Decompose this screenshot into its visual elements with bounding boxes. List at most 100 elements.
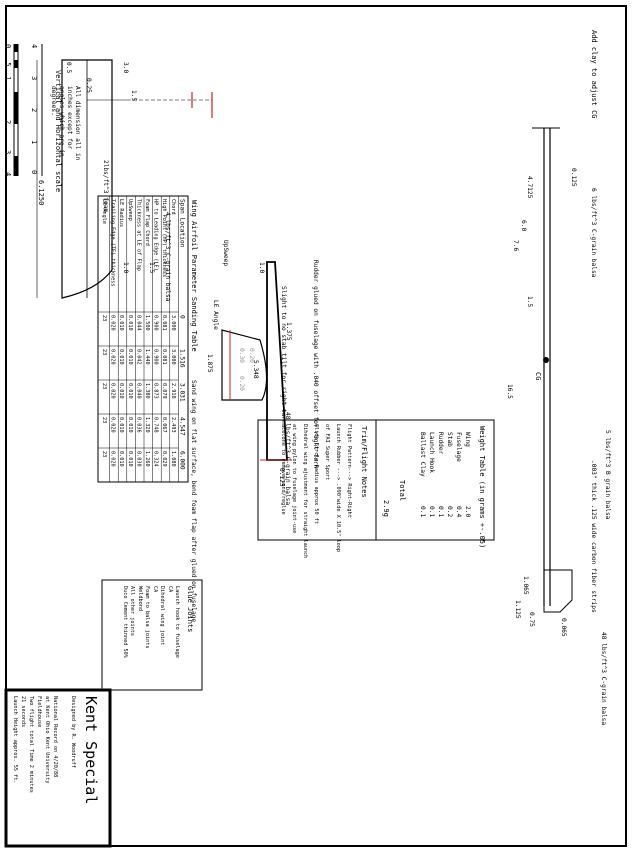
weight-item-value: 0.1 xyxy=(428,506,435,517)
sanding-cell: 3.000 xyxy=(170,315,176,331)
rudder-dim-span: 5.348 xyxy=(252,360,259,379)
trim-note-line: Dihedral wing ajustment for straight lau… xyxy=(302,424,308,558)
weight-item-value: 0.4 xyxy=(455,506,462,517)
scale-bar: 4 3 2 1 0 0 .5 1 2 3 4 Vertical and Hori… xyxy=(4,44,81,192)
sanding-col-header: Span Location xyxy=(178,199,185,248)
sanding-table-frame xyxy=(97,195,189,483)
sanding-col-header: 0 xyxy=(178,315,185,319)
sanding-cell: 0.010 xyxy=(118,315,124,331)
wing-balsa-label: 4 lbs/ft^3 C-grain balsa xyxy=(164,212,171,302)
sanding-cell: 0.873 xyxy=(153,383,159,399)
scale-top-tick-4: 4 xyxy=(30,44,38,48)
sanding-table: Wing Airfoil Parameter Sanding Table UpS… xyxy=(97,195,229,622)
sanding-cell: 0.900 xyxy=(153,349,159,365)
trim-notes: Trim/Flight Notes Flight Pattern---> Rig… xyxy=(257,419,377,558)
stab-dim-root: 0.30 xyxy=(238,348,245,363)
weight-item-label: Ballast Clay xyxy=(419,432,426,477)
sanding-row-label: UpSweep xyxy=(127,199,133,221)
wing-tip-dim-2: 1.5 xyxy=(148,262,155,273)
weight-table-title: Weight Table (in grams +-.05) xyxy=(478,426,486,548)
trim-note-line: Flight Pattern---> Right-Right xyxy=(346,424,352,518)
sanding-cell: 23 xyxy=(101,451,107,457)
fuse-dim-47125: 4.7125 xyxy=(526,176,533,199)
sanding-row-label: Chord xyxy=(170,199,176,215)
weight-item-value: 2.0 xyxy=(464,506,471,517)
weight-item-label: Launch Hook xyxy=(428,432,435,473)
sanding-cell: 0.042 xyxy=(135,349,141,365)
scale-bottom-tick-1: 1 xyxy=(4,76,12,80)
sanding-cell: 0.010 xyxy=(127,349,133,365)
sanding-cell: 0.044 xyxy=(135,315,141,331)
sanding-cell: 1.260 xyxy=(144,451,150,467)
sand-note: Sand wing on flat surface, bend foam fla… xyxy=(190,380,197,622)
title-block: Kent Special Designed by R. Woodruff Nat… xyxy=(4,688,112,848)
wing-dim-1p5: 1.5 xyxy=(130,90,137,101)
fuse-dim-15: 1.5 xyxy=(526,296,533,307)
sanding-cell: 1.380 xyxy=(144,383,150,399)
sanding-cell: 1.440 xyxy=(144,349,150,365)
sanding-cell: 0.010 xyxy=(127,383,133,399)
scale-note-4: degrees. xyxy=(50,86,57,116)
glue-joint-label: All other joints xyxy=(129,586,135,636)
scale-top-tick-3: 3 xyxy=(30,76,38,80)
glue-joints: Glue Joints Launch hook to fuselageCADih… xyxy=(101,579,203,691)
fuselage-drawing: Add clay to adjust CG 0.125 4.7125 6.0 7… xyxy=(506,30,611,725)
trim-note-line: Launch Rubber ---> .090"wide X 10.5" loo… xyxy=(335,424,341,552)
wing-tip-dim-1: 1.0 xyxy=(122,262,129,273)
fuse-dim-1125: 1.125 xyxy=(514,600,521,619)
sanding-cell: 0.010 xyxy=(127,315,133,331)
sanding-cell: 0.010 xyxy=(118,349,124,365)
scale-top-tick-0: 0 xyxy=(30,170,38,174)
sanding-cell: 0.010 xyxy=(127,451,133,467)
nose-material-label: 48 lbs/ft^3 C-grain balsa xyxy=(600,632,607,725)
glue-joint-label: Foam to balsa joints xyxy=(144,586,150,648)
trim-note-line: Glide Circle Radius approx 50 ft xyxy=(313,424,319,524)
fuse-bgrain-label: 5 lbs/ft^3 B grain balsa xyxy=(604,430,611,520)
glue-joint-value: Duco Cement thinned 50% xyxy=(122,586,128,659)
sanding-cell: 0.010 xyxy=(118,417,124,433)
sanding-col-header: 3.031 xyxy=(178,383,185,402)
weight-item-label: Wing xyxy=(464,432,471,447)
fuse-dim-0125: 0.125 xyxy=(570,168,577,187)
rudder-dim-1: 1.0 xyxy=(258,262,265,273)
stab-dim-span: 1.875 xyxy=(206,354,213,373)
wing-span-dim: 6.1250 xyxy=(37,180,45,205)
weight-item-label: Rudder xyxy=(437,432,444,455)
carbon-label: .003" thick .125 wide carbon fiber strip… xyxy=(590,460,597,613)
rudder-note: Rudder glued on fuselage with .040 offse… xyxy=(312,260,319,469)
fuselage-nose xyxy=(543,569,573,613)
weight-item-value: 0.1 xyxy=(437,506,444,517)
scale-bottom-tick-3: 3 xyxy=(4,150,12,154)
sanding-cell: 0.020 xyxy=(110,315,116,331)
sanding-cell: 23 xyxy=(101,383,107,389)
sanding-cell: 1.080 xyxy=(170,451,176,467)
sanding-cell: 0.030 xyxy=(135,451,141,467)
weight-total-label: Total xyxy=(398,480,406,501)
sanding-cell: 0.081 xyxy=(161,315,167,331)
sanding-cell: 0.020 xyxy=(110,383,116,399)
glue-joint-label: Launch hook to fuselage xyxy=(174,586,180,658)
fuse-balsa-label: 6 lbs/ft^3 C-grain balsa xyxy=(590,188,597,278)
weight-table: Weight Table (in grams +-.05) Wing2.0Fus… xyxy=(375,419,495,548)
fuse-dim-0065: 0.065 xyxy=(560,618,567,637)
sanding-row-label: Foam Flap Chord xyxy=(144,199,150,246)
cg-marker xyxy=(543,357,549,363)
sanding-cell: 0.748 xyxy=(153,417,159,433)
designer-credit: Designed by R. Woodruff xyxy=(70,696,76,768)
title-block-frame xyxy=(4,688,112,848)
scale-label: Vertical and Horizontal scale xyxy=(54,70,62,192)
fuse-dim-165: 16.5 xyxy=(506,384,513,399)
glue-joints-frame xyxy=(101,579,203,691)
sanding-cell: 0.020 xyxy=(110,417,116,433)
record-note-1: National Record on 4/20/88 xyxy=(52,696,58,777)
sanding-row-label: Trailing Edge (TE) thickness xyxy=(110,199,116,286)
scale-bottom-tick-0: 0 xyxy=(4,44,12,48)
scale-note-1: All dimension all in xyxy=(74,86,81,161)
clay-note: Add clay to adjust CG xyxy=(590,30,598,119)
weight-table-frame xyxy=(375,419,495,541)
wing-planform: 0.5 0.25 3.0 1.5 6.1250 1.0 1.5 2lbs/ft^… xyxy=(36,59,213,302)
